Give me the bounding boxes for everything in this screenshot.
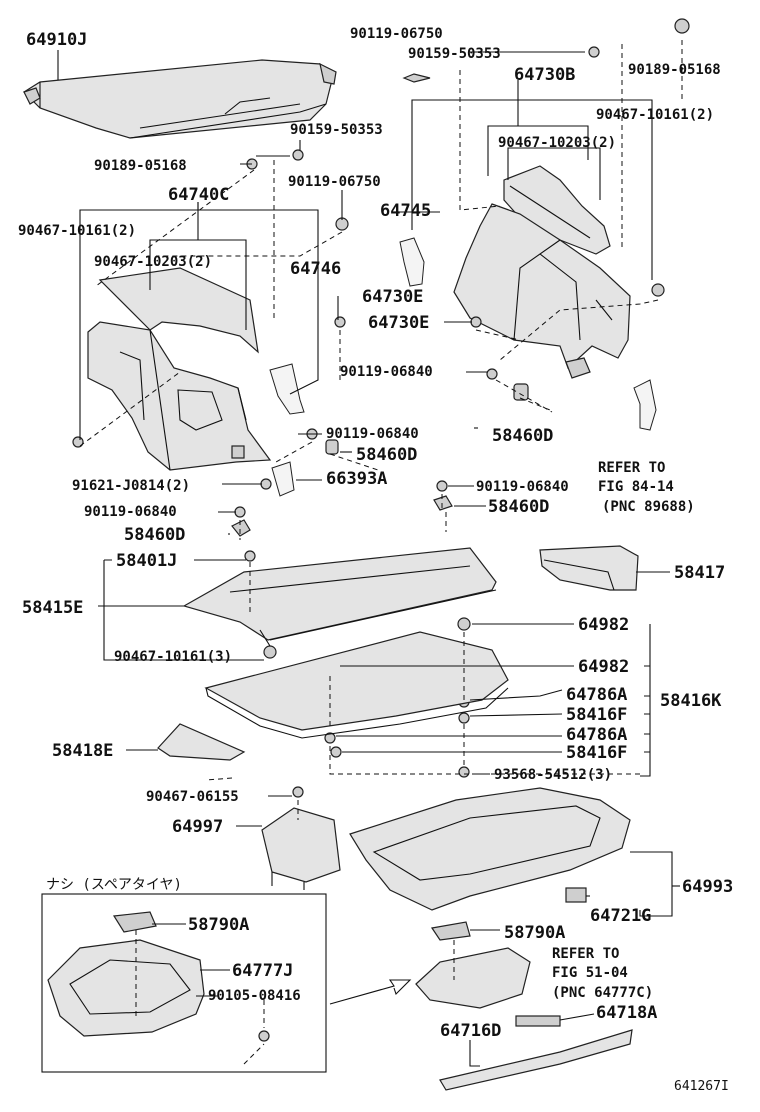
label-90467-10161-2-right: 90467-10161(2) (596, 107, 714, 123)
label-fig-84-14: FIG 84-14 (598, 479, 674, 495)
right-side-trim-drawing (399, 165, 631, 379)
label-58416K: 58416K (660, 691, 722, 711)
label-58460D-m: 58460D (356, 445, 417, 465)
label-91621-J0814-2: 91621-J0814(2) (72, 478, 190, 494)
label-64746: 64746 (290, 259, 341, 279)
label-64730B: 64730B (514, 65, 575, 85)
tray-64993-drawing (349, 787, 631, 911)
deck-board-drawing (182, 547, 497, 647)
diagram-id: 641267I (674, 1079, 729, 1094)
label-64721G: 64721G (590, 906, 651, 926)
label-90119-06840-l: 90119-06840 (84, 504, 177, 520)
label-58416F-a: 58416F (566, 705, 627, 725)
label-58460D-r: 58460D (492, 426, 553, 446)
clip-58790A-drawing (112, 911, 471, 941)
label-90467-10203-2-left: 90467-10203(2) (94, 254, 212, 270)
label-90189-05168-left: 90189-05168 (94, 158, 187, 174)
strip-64718A-drawing (515, 1015, 561, 1027)
label-64745: 64745 (380, 201, 431, 221)
label-58790A-b: 58790A (504, 923, 565, 943)
hanger-drawing (271, 461, 295, 497)
label-64997: 64997 (172, 817, 223, 837)
label-58418E: 58418E (52, 741, 113, 761)
label-pnc-89688: (PNC 89688) (602, 499, 695, 515)
label-64777J: 64777J (232, 961, 293, 981)
label-64982-a: 64982 (578, 615, 629, 635)
cover-58418E-drawing (157, 723, 246, 761)
sill-plate-drawing (439, 1029, 633, 1091)
label-90467-10161-3: 90467-10161(3) (114, 649, 232, 665)
label-90159-50353-left: 90159-50353 (290, 122, 383, 138)
label-nashi-spare: ナシ (スペアタイヤ) (46, 877, 182, 893)
dashed-lines (79, 40, 683, 1065)
bin-64997-drawing (261, 807, 341, 890)
label-90467-10161-2-left: 90467-10161(2) (18, 223, 136, 239)
label-58401J: 58401J (116, 551, 177, 571)
label-90159-50353-top: 90159-50353 (408, 46, 501, 62)
label-64982-b: 64982 (578, 657, 629, 677)
label-90119-06750-left: 90119-06750 (288, 174, 381, 190)
label-64740C: 64740C (168, 185, 229, 205)
label-64718A: 64718A (596, 1003, 657, 1023)
label-64786A-a: 64786A (566, 685, 627, 705)
labels: 64910J 90119-06750 90159-50353 90189-051… (18, 26, 733, 1094)
tray-64777J-drawing (329, 947, 531, 1009)
label-refer-to-1: REFER TO (598, 460, 665, 476)
label-90119-06840-r: 90119-06840 (340, 364, 433, 380)
label-90189-05168-top: 90189-05168 (628, 62, 721, 78)
label-pnc-64777C: (PNC 64777C) (552, 985, 653, 1001)
label-66393A: 66393A (326, 469, 387, 489)
label-58790A-a: 58790A (188, 915, 249, 935)
spare-tire-box (41, 893, 327, 1073)
label-90467-06155: 90467-06155 (146, 789, 239, 805)
label-58415E: 58415E (22, 598, 83, 618)
label-64730E-b: 64730E (368, 313, 429, 333)
label-90105-08416: 90105-08416 (208, 988, 301, 1004)
left-side-trim-drawing (87, 267, 305, 471)
label-64910J: 64910J (26, 30, 87, 50)
label-fig-51-04: FIG 51-04 (552, 965, 628, 981)
tonneau-cover-drawing (23, 59, 337, 139)
fastener-drawings (72, 18, 690, 1042)
label-90467-10203-2-right: 90467-10203(2) (498, 135, 616, 151)
floor-mat-drawing (204, 631, 509, 739)
cover-58417-drawing (539, 545, 639, 591)
label-58417: 58417 (674, 563, 725, 583)
label-58460D-l: 58460D (124, 525, 185, 545)
label-93568-54512-3: 93568-54512(3) (494, 767, 612, 783)
label-64786A-b: 64786A (566, 725, 627, 745)
label-58460D-c: 58460D (488, 497, 549, 517)
label-64716D: 64716D (440, 1021, 501, 1041)
label-90119-06750-top: 90119-06750 (350, 26, 443, 42)
leader-lines (57, 50, 680, 1067)
label-64993: 64993 (682, 877, 733, 897)
label-58416F-b: 58416F (566, 743, 627, 763)
label-refer-to-2: REFER TO (552, 946, 619, 962)
label-90119-06840-c: 90119-06840 (476, 479, 569, 495)
label-64730E-a: 64730E (362, 287, 423, 307)
label-90119-06840-m: 90119-06840 (326, 426, 419, 442)
bracket-drawing (633, 379, 657, 431)
